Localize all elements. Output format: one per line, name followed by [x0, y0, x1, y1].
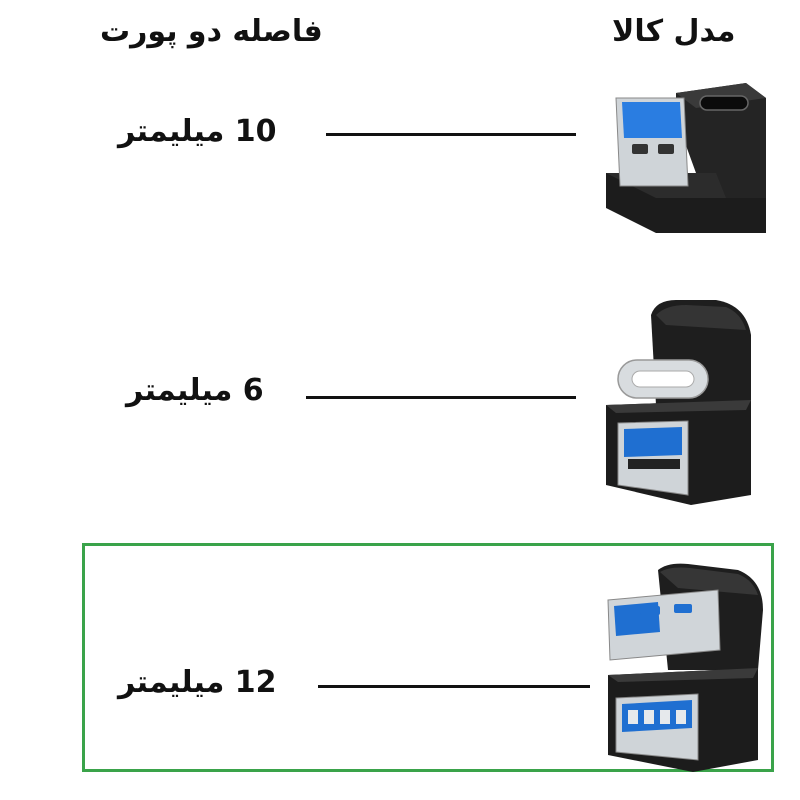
connector-line-row-1 — [326, 133, 576, 136]
distance-label-row-2: 6 میلیمتر — [126, 373, 264, 408]
distance-label-row-1: 10 میلیمتر — [118, 114, 277, 149]
usb-a-male-to-usb-a-female-u-adapter-icon — [598, 560, 768, 779]
connector-line-row-3 — [318, 685, 590, 688]
usb-c-male-to-usb-a-female-u-adapter-icon — [596, 295, 766, 514]
selected-row-highlight — [82, 543, 774, 772]
column-header-model: مدل کالا — [612, 14, 736, 49]
usb-a-male-to-usb-c-female-u-adapter-icon — [596, 78, 776, 242]
connector-line-row-2 — [306, 396, 576, 399]
column-header-port-distance: فاصله دو پورت — [100, 14, 323, 49]
distance-label-row-3: 12 میلیمتر — [118, 665, 277, 700]
